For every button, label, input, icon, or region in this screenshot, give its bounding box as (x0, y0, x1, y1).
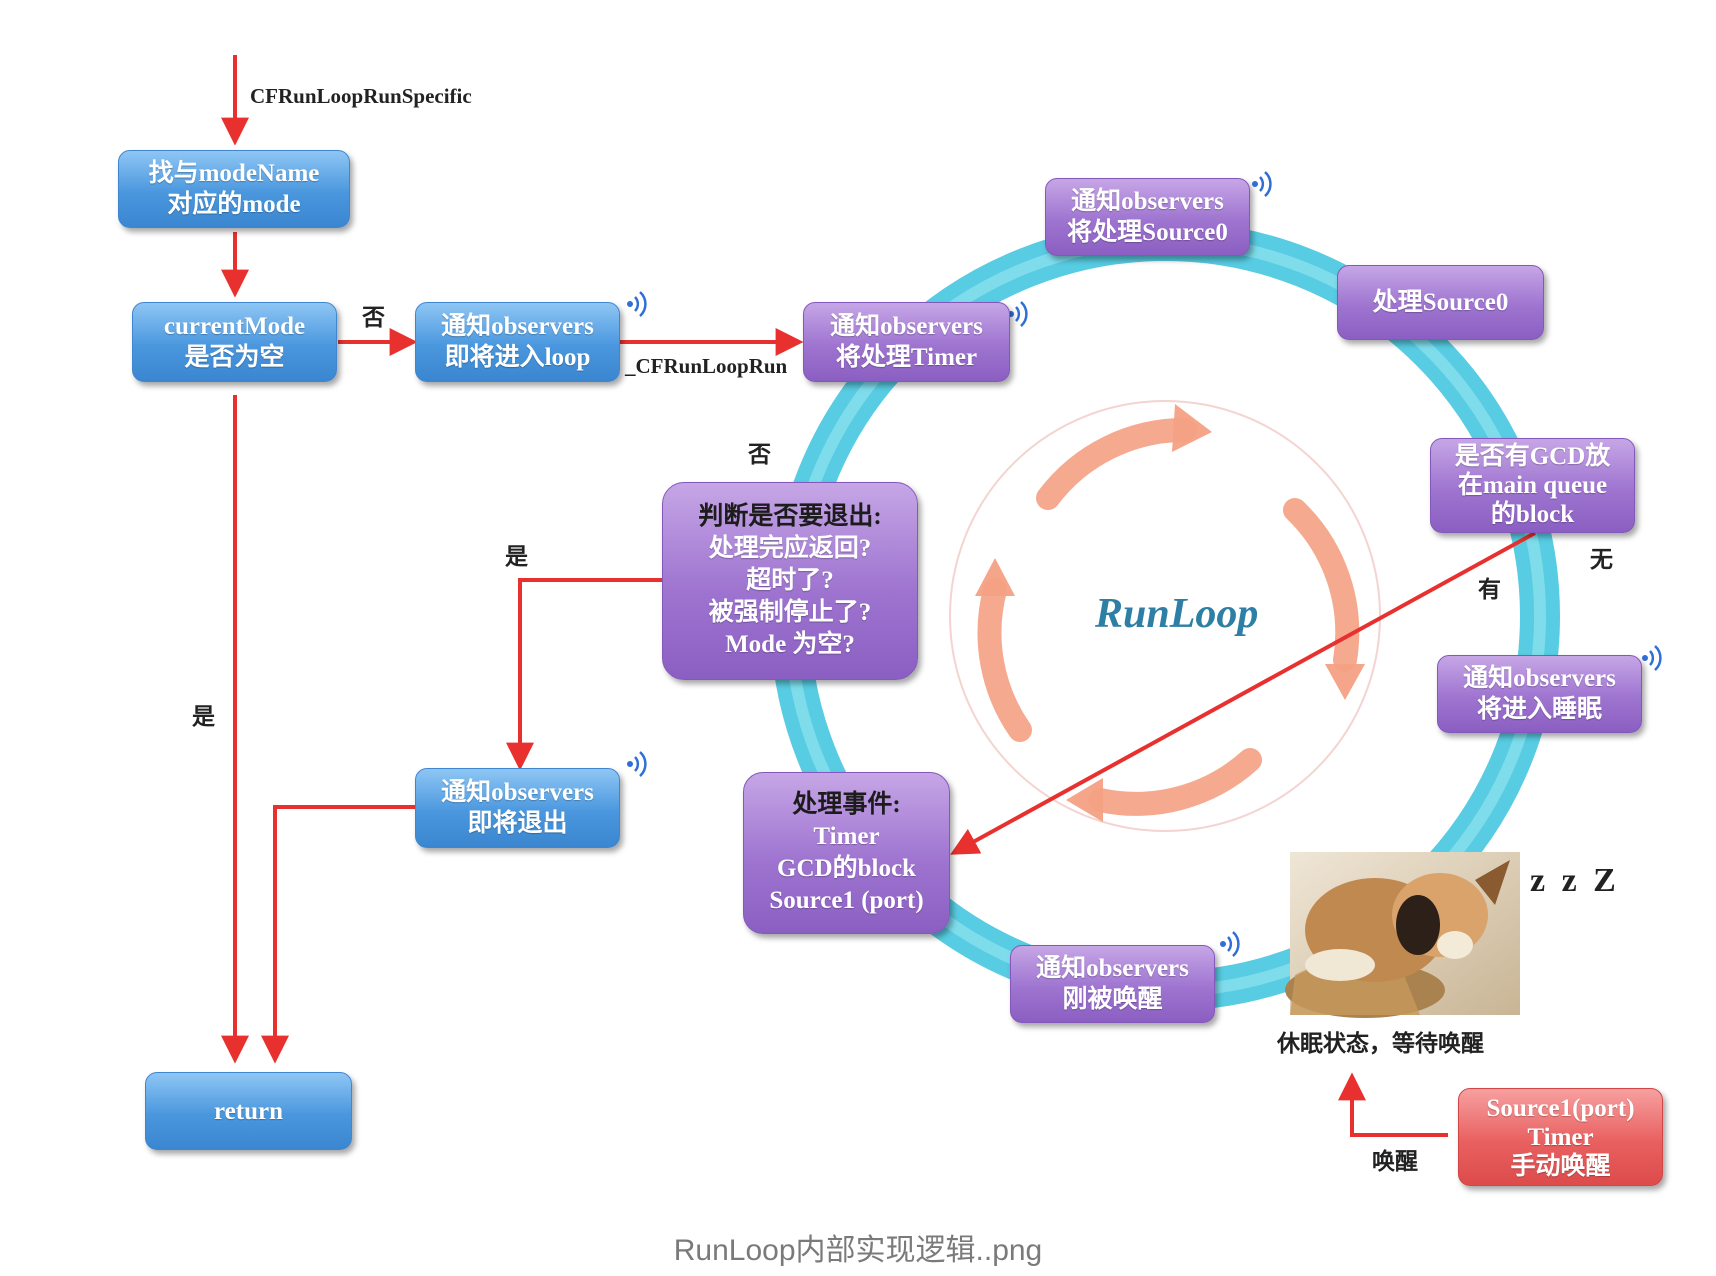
notify-exit-node: 通知observers 即将退出 (415, 768, 620, 848)
signal-icon (1008, 301, 1028, 327)
gcd-check-line-3: 的block (1490, 501, 1575, 528)
gcd-check-line-2: 在main queue (1457, 472, 1608, 499)
notify-source0-node: 通知observers 将处理Source0 (1045, 178, 1250, 256)
edge-label-no-left: 否 (362, 305, 385, 330)
signal-icon (1642, 645, 1662, 671)
notify-enter-line-2: 即将进入loop (444, 344, 591, 371)
run-function-label: _CFRunLoopRun (625, 354, 788, 378)
edge-label-no-decision: 否 (748, 442, 771, 467)
gcd-check-line-1: 是否有GCD放 (1454, 443, 1611, 470)
sleep-caption: 休眠状态，等待唤醒 (1277, 1031, 1484, 1056)
signal-icon (1220, 931, 1240, 957)
handle-source0-node: 处理Source0 (1337, 265, 1544, 340)
mode-empty-node: currentMode 是否为空 (132, 302, 337, 382)
notify-timer-node: 通知observers 将处理Timer (803, 302, 1010, 382)
notify-sleep-node: 通知observers 将进入睡眠 (1437, 655, 1642, 733)
return-node: return (145, 1072, 352, 1150)
image-caption: RunLoop内部实现逻辑..png (673, 1234, 1043, 1267)
notify-wake-line-1: 通知observers (1036, 955, 1189, 982)
runloop-center-label: RunLoop (1095, 591, 1259, 637)
notify-sleep-line-1: 通知observers (1463, 665, 1616, 692)
zzz-label: z z Z (1530, 862, 1620, 899)
edge-label-has: 有 (1478, 577, 1501, 602)
handle-source0-label: 处理Source0 (1372, 289, 1509, 316)
return-label: return (214, 1097, 283, 1125)
notify-exit-line-2: 即将退出 (467, 810, 568, 837)
find-mode-line-1: 找与modeName (148, 160, 320, 187)
mode-empty-line-1: currentMode (163, 313, 306, 340)
gcd-check-node: 是否有GCD放 在main queue 的block (1430, 438, 1635, 533)
handle-events-node: 处理事件: Timer GCD的block Source1 (port) (743, 772, 950, 934)
notify-sleep-line-2: 将进入睡眠 (1476, 696, 1602, 723)
notify-timer-line-1: 通知observers (830, 313, 983, 340)
handle-events-line-3: Source1 (port) (769, 887, 924, 914)
entry-function-label: CFRunLoopRunSpecific (250, 84, 472, 108)
notify-enter-line-1: 通知observers (441, 313, 594, 340)
signal-icon (1252, 171, 1272, 197)
wake-source-line-3: 手动唤醒 (1510, 1152, 1611, 1180)
exit-decision-line-4: Mode 为空? (725, 631, 855, 658)
notify-timer-line-2: 将处理Timer (835, 344, 978, 371)
wake-source-line-1: Source1(port) (1486, 1094, 1635, 1122)
signal-icon (627, 291, 647, 317)
exit-decision-title: 判断是否要退出: (698, 503, 882, 530)
edge-label-yes-left: 是 (192, 704, 215, 729)
wake-source-node: Source1(port) Timer 手动唤醒 (1458, 1088, 1663, 1186)
cycle-arrows (977, 417, 1360, 816)
find-mode-node: 找与modeName 对应的mode (118, 150, 350, 228)
notify-source0-line-2: 将处理Source0 (1067, 219, 1228, 246)
mode-empty-line-2: 是否为空 (184, 344, 285, 371)
notify-exit-line-1: 通知observers (441, 779, 594, 806)
edge-label-wake: 唤醒 (1372, 1149, 1418, 1174)
find-mode-line-2: 对应的mode (167, 191, 301, 218)
sleeping-puppy-image (1285, 852, 1520, 1018)
handle-events-line-1: Timer (813, 823, 880, 850)
exit-decision-node: 判断是否要退出: 处理完应返回? 超时了? 被强制停止了? Mode 为空? (662, 482, 918, 680)
handle-events-title: 处理事件: (792, 791, 901, 818)
wake-source-line-2: Timer (1527, 1123, 1594, 1151)
notify-wake-node: 通知observers 刚被唤醒 (1010, 945, 1215, 1023)
edge-label-yes-decision: 是 (505, 544, 528, 569)
handle-events-line-2: GCD的block (777, 855, 916, 882)
notify-wake-line-2: 刚被唤醒 (1062, 986, 1163, 1013)
exit-decision-line-1: 处理完应返回? (708, 535, 872, 562)
edge-label-none: 无 (1590, 547, 1613, 572)
notify-enter-node: 通知observers 即将进入loop (415, 302, 620, 382)
exit-decision-line-3: 被强制停止了? (708, 599, 872, 626)
signal-icon (627, 751, 647, 777)
exit-decision-line-2: 超时了? (746, 567, 834, 594)
notify-source0-line-1: 通知observers (1071, 188, 1224, 215)
